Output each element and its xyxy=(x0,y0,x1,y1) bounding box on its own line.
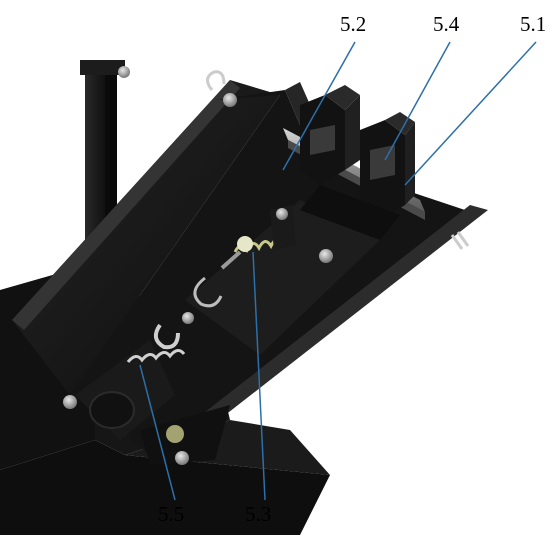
callout-5-3: 5.3 xyxy=(245,502,272,526)
slider-block-left xyxy=(300,85,360,185)
leader-line-5-5 xyxy=(139,364,176,501)
bolt-plate-right xyxy=(319,249,333,263)
bolt-base xyxy=(175,451,189,465)
callout-5-1: 5.1 xyxy=(520,12,547,36)
callout-5-5: 5.5 xyxy=(158,502,185,526)
bolt-bracket-top xyxy=(223,93,237,107)
cotter-pin-right xyxy=(450,231,470,250)
bolt-pivot-left xyxy=(63,395,77,409)
leader-line-5-2 xyxy=(282,41,356,171)
latch-hook xyxy=(193,276,223,308)
lower-bracket-block xyxy=(300,185,400,240)
post-top-bolt xyxy=(118,66,130,78)
cotter-pin-top xyxy=(206,70,226,91)
leader-line-5-3 xyxy=(252,251,266,501)
callout-5-2: 5.2 xyxy=(340,12,367,36)
spring-lower xyxy=(126,312,194,363)
leader-line-5-1 xyxy=(404,41,537,186)
callout-5-4: 5.4 xyxy=(433,12,460,36)
leader-line-5-4 xyxy=(384,41,451,161)
spring-upper-mount xyxy=(270,205,296,250)
